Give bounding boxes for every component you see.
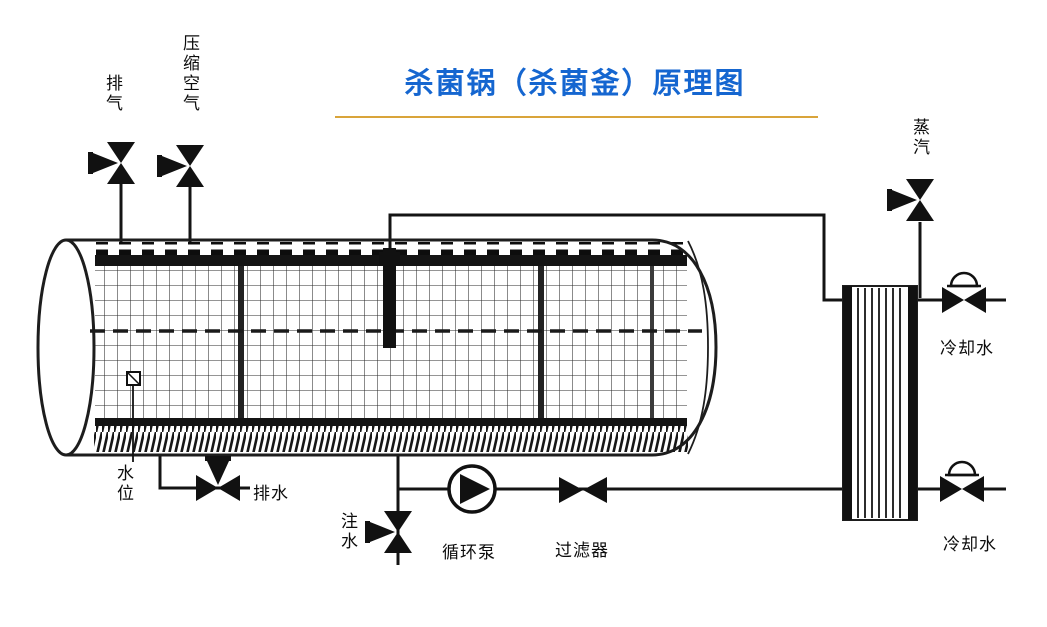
vessel-to-exchanger-pipe: [388, 213, 845, 302]
vessel-shell-outline: [66, 238, 718, 457]
water-inject-label: 注水: [338, 512, 357, 552]
cooling-water-bottom-label: 冷却水: [943, 535, 997, 554]
vessel-right-inner-arc: [687, 240, 709, 455]
center-probe: [383, 248, 396, 348]
sterilizer-vessel: [36, 238, 718, 462]
compressed-air-label: 压缩空气: [180, 34, 199, 114]
water-level-sensor-icon: [126, 371, 141, 462]
circulation-pump-label: 循环泵: [442, 543, 496, 562]
vessel-bottom-band: [95, 418, 687, 426]
page-title: 杀菌锅（杀菌釜）原理图: [404, 68, 746, 100]
vessel-bottom-shell: [94, 426, 688, 452]
exhaust-label: 排气: [103, 74, 122, 114]
drain-label: 排水: [253, 484, 289, 503]
steam-valve-icon: [887, 179, 934, 221]
basket-divider: [238, 266, 244, 418]
steam-label: 蒸汽: [910, 118, 929, 158]
cooling-water-top-valve-icon: [940, 271, 988, 315]
basket-divider: [538, 266, 544, 418]
cooling-water-top-label: 冷却水: [940, 339, 994, 358]
title-underline: [335, 116, 818, 118]
exhaust-valve-icon: [88, 142, 135, 184]
filter-icon: [559, 477, 607, 503]
filter-label: 过滤器: [555, 541, 609, 560]
cooling-water-bottom-valve-icon: [938, 460, 986, 504]
basket-divider: [650, 266, 654, 418]
compressed-air-valve-icon: [157, 145, 204, 187]
drain-valve-icon: [196, 456, 240, 501]
water-level-label: 水位: [114, 464, 133, 504]
water-inject-valve-icon: [365, 511, 412, 553]
heat-exchanger-icon: [842, 285, 918, 521]
vessel-left-cap: [36, 238, 96, 457]
circulation-pump-icon: [447, 464, 497, 514]
